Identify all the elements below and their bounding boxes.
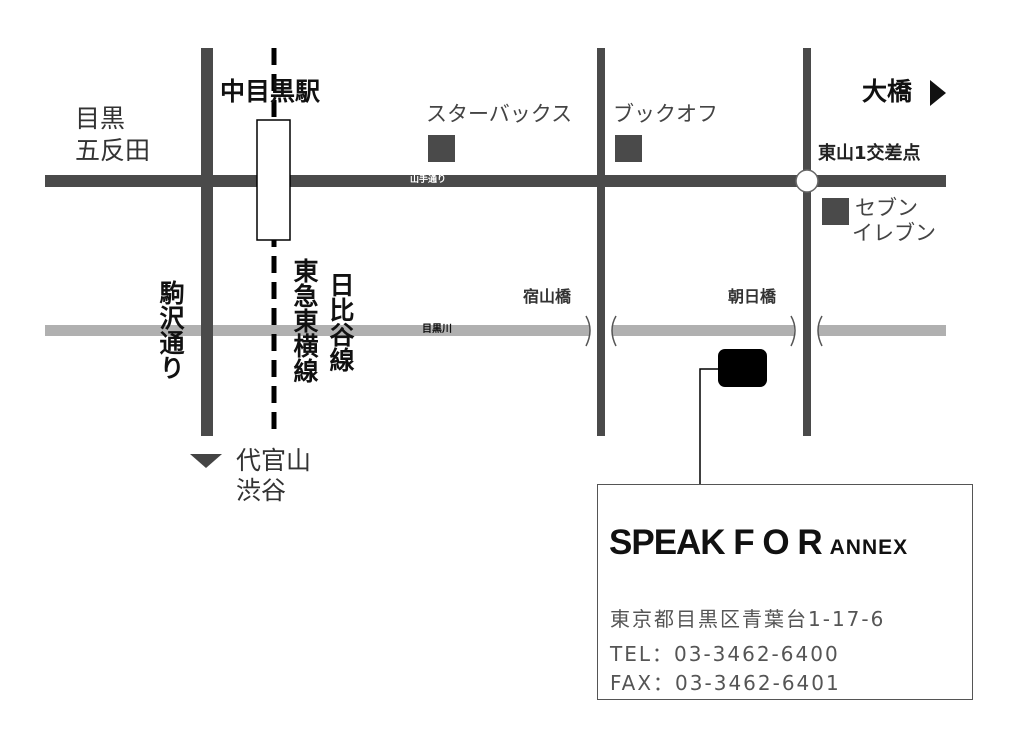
intersection-marker — [795, 169, 819, 193]
bridge-brackets — [585, 315, 823, 347]
bridge-bracket-shukuyama-left — [585, 315, 591, 347]
bridge-bracket-shukuyama-right — [611, 315, 617, 347]
river-segment-east — [818, 325, 946, 336]
landmark-label-bookoff: ブックオフ — [613, 102, 718, 126]
bridge-bracket-asahi-left — [790, 315, 796, 347]
street-shukuyama — [597, 48, 605, 436]
area-label-ohashi: 大橋 — [862, 77, 913, 106]
station-name: 中目黒駅 — [220, 77, 321, 106]
street-asahi — [803, 48, 811, 436]
meguro-river — [45, 325, 946, 336]
river-segment-middle — [612, 325, 794, 336]
bookoff-marker — [615, 135, 642, 162]
info-box: SPEAK F O R ANNEX 東京都目黒区青葉台1-17-6 TEL：03-… — [597, 484, 973, 700]
street-name-yamate: 山手通り — [410, 175, 447, 185]
area-label-shibuya: 渋谷 — [236, 476, 287, 505]
fax-text: FAX：03-3462-6401 — [610, 671, 841, 695]
bridge-bracket-asahi-right — [817, 315, 823, 347]
landmark-label-seven: セブン — [855, 196, 918, 220]
river-segment-west — [45, 325, 590, 336]
intersection-name: 東山1交差点 — [818, 143, 921, 164]
komazawa-dori-road — [201, 48, 213, 436]
bridge-name-asahi: 朝日橋 — [728, 287, 777, 306]
leader-line — [699, 368, 718, 484]
business-name: SPEAK F O R ANNEX — [609, 523, 908, 563]
business-name-main: SPEAK F O R — [609, 523, 823, 562]
business-name-sub: ANNEX — [829, 536, 909, 559]
triangle-right-icon — [930, 80, 946, 106]
river-name: 目黒川 — [422, 324, 452, 335]
line-name-hibiya: 日比谷線 — [326, 272, 355, 372]
area-label-daikanyama: 代官山 — [236, 446, 312, 475]
station-building — [256, 119, 291, 241]
area-label-meguro: 目黒 — [75, 104, 126, 133]
destination-marker — [718, 349, 767, 387]
seven-eleven-marker — [822, 198, 849, 225]
bridge-name-shukuyama: 宿山橋 — [523, 287, 572, 306]
line-name-toyoko: 東急東横線 — [290, 258, 319, 383]
area-label-gotanda: 五反田 — [75, 136, 151, 165]
street-name-komazawa: 駒沢通り — [156, 280, 185, 380]
landmark-label-eleven: イレブン — [852, 221, 936, 245]
landmark-label-starbucks: スターバックス — [426, 102, 573, 126]
address-text: 東京都目黒区青葉台1-17-6 — [610, 607, 886, 631]
triangle-down-icon — [190, 454, 222, 468]
tel-text: TEL：03-3462-6400 — [610, 642, 840, 666]
starbucks-marker — [428, 135, 455, 162]
